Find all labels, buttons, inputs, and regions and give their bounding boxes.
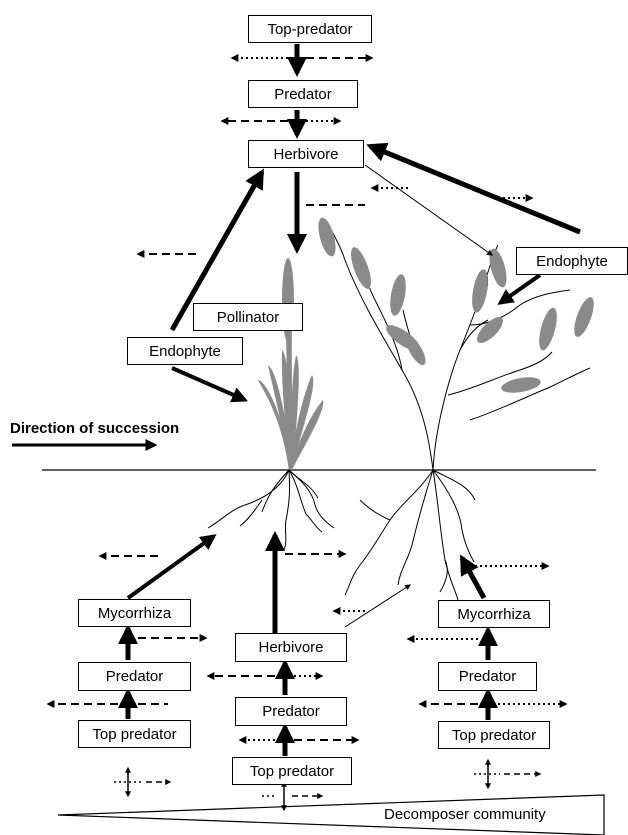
left-mycorrhiza-box: Mycorrhiza bbox=[78, 599, 191, 627]
middle-herbivore-box: Herbivore bbox=[235, 633, 347, 662]
middle-herbivore-label: Herbivore bbox=[258, 639, 324, 656]
arrow-right-endophyte-to-herbivore bbox=[366, 142, 581, 235]
left-endophyte-box: Endophyte bbox=[127, 337, 243, 365]
middle-top-predator-box: Top predator bbox=[232, 757, 352, 785]
pollinator-label: Pollinator bbox=[216, 308, 280, 326]
grass-roots bbox=[207, 469, 335, 551]
cross-symbol-left bbox=[114, 766, 172, 798]
aboveground-predator-label: Predator bbox=[274, 85, 332, 103]
aboveground-herbivore-box: Herbivore bbox=[248, 140, 364, 168]
arrow-endophyte-to-herbivore bbox=[169, 168, 265, 332]
pollinator-box: Pollinator bbox=[193, 303, 303, 331]
aboveground-top-predator-box: Top-predator bbox=[248, 15, 372, 43]
aboveground-herbivore-label: Herbivore bbox=[273, 145, 339, 163]
left-top-predator-label: Top predator bbox=[92, 725, 177, 743]
aboveground-top-predator-label: Top-predator bbox=[267, 20, 353, 38]
right-top-predator-label: Top predator bbox=[451, 726, 537, 744]
cross-symbol-right bbox=[474, 758, 542, 790]
aboveground-predator-box: Predator bbox=[248, 80, 358, 108]
right-predator-box: Predator bbox=[438, 662, 537, 691]
decomposer-wedge bbox=[57, 794, 605, 835]
middle-predator-label: Predator bbox=[262, 703, 320, 720]
right-endophyte-label: Endophyte bbox=[536, 252, 608, 270]
left-endophyte-label: Endophyte bbox=[149, 342, 221, 360]
right-top-predator-box: Top predator bbox=[438, 721, 550, 749]
left-predator-box: Predator bbox=[78, 662, 191, 691]
left-mycorrhiza-label: Mycorrhiza bbox=[97, 604, 172, 622]
grass-plant bbox=[258, 258, 324, 470]
right-predator-label: Predator bbox=[458, 668, 517, 685]
right-endophyte-box: Endophyte bbox=[516, 247, 628, 275]
left-predator-label: Predator bbox=[105, 668, 164, 685]
middle-top-predator-label: Top predator bbox=[249, 762, 335, 780]
arrow-herbivore-to-shrub bbox=[364, 164, 493, 256]
cross-symbol-middle bbox=[262, 780, 324, 812]
left-top-predator-box: Top predator bbox=[78, 720, 191, 748]
arrow-right-endophyte-to-shrub bbox=[497, 273, 542, 305]
shrub-leaves bbox=[318, 217, 594, 393]
middle-predator-box: Predator bbox=[235, 697, 347, 726]
arrow-endophyte-to-grass bbox=[171, 366, 248, 403]
shrub-roots bbox=[344, 469, 476, 601]
right-mycorrhiza-box: Mycorrhiza bbox=[438, 600, 550, 628]
right-mycorrhiza-label: Mycorrhiza bbox=[457, 605, 531, 623]
direction-of-succession-label: Direction of succession bbox=[10, 420, 180, 437]
decomposer-community-label: Decomposer community bbox=[384, 806, 546, 823]
